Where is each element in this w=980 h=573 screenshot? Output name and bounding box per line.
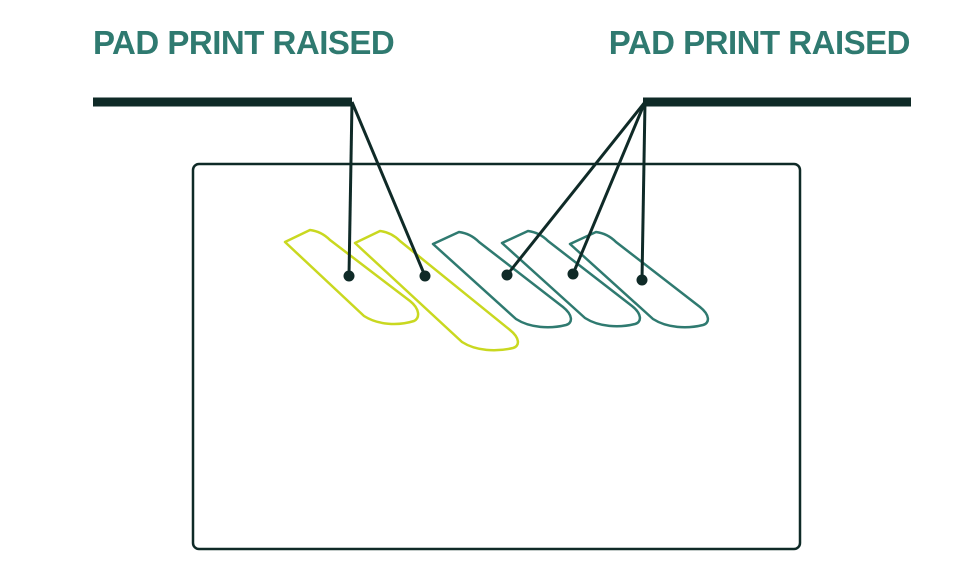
teal-shape-3	[568, 230, 710, 329]
teal-shape-2	[500, 229, 642, 328]
leader-line-right-1	[505, 101, 647, 276]
yellow-shape-2	[353, 229, 520, 352]
leader-dot-right-2	[567, 268, 579, 280]
yellow-shape-1	[283, 228, 420, 326]
leader-dot-left-1	[343, 270, 355, 282]
leader-lines-left	[93, 97, 431, 282]
leader-dot-right-3	[636, 274, 648, 286]
leader-line-right-3	[640, 101, 647, 281]
leader-dot-left-2	[419, 270, 431, 282]
leader-line-right-2	[571, 101, 647, 275]
leader-line-left-1	[347, 101, 354, 277]
callout-label-right: PAD PRINT RAISED	[608, 24, 911, 61]
leader-line-left-2	[350, 101, 427, 277]
leader-dot-right-1	[501, 269, 513, 281]
product-panel-outline	[191, 162, 802, 551]
callout-label-left: PAD PRINT RAISED	[93, 24, 395, 61]
stripe-shapes	[283, 228, 710, 352]
teal-shape-1	[431, 230, 573, 329]
leader-lines-right	[501, 97, 911, 286]
